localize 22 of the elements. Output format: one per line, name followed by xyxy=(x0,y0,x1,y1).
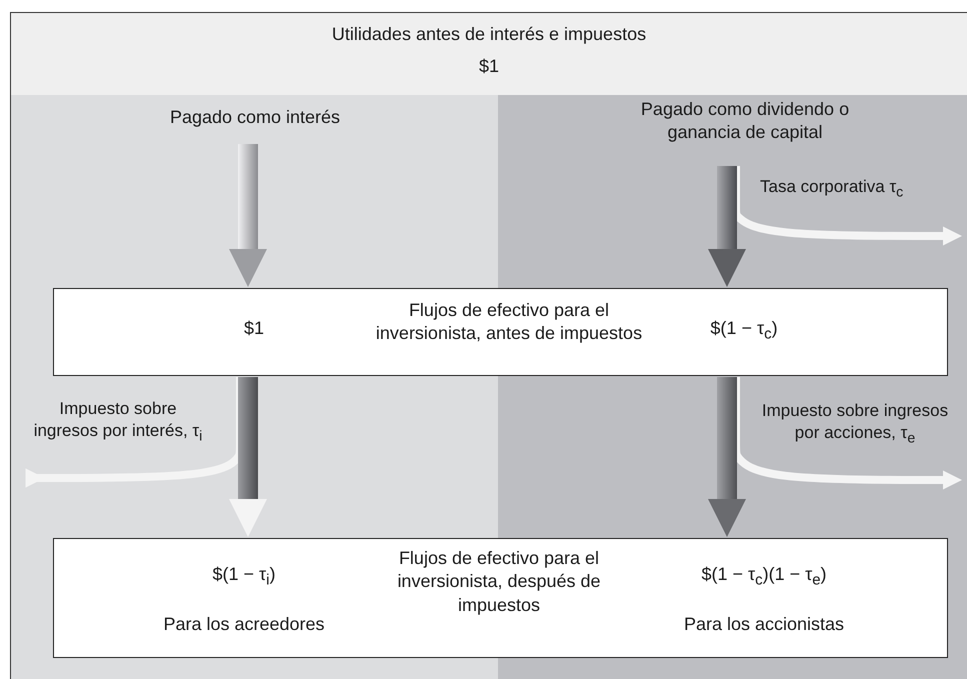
node-text: Pagado como dividendo o ganancia de capital xyxy=(640,98,850,144)
node-text: Para los acreedores xyxy=(162,613,326,636)
flow-box xyxy=(11,13,967,95)
arrow xyxy=(708,166,746,287)
edge-label: Impuesto sobre ingresos por acciones, τ$_{e}$ xyxy=(760,400,950,448)
node-text: $(1 − τ$_{c}$) xyxy=(709,317,779,344)
arrow xyxy=(708,377,746,537)
flow-box xyxy=(53,538,948,658)
node-text: Utilidades antes de interés e impuestos xyxy=(330,23,648,46)
arrow xyxy=(229,144,267,287)
node-text: $1 xyxy=(478,55,500,78)
node-text: $(1 − τ$_{i}$) xyxy=(212,563,276,590)
node-text: Flujos de efectivo para el inversionista, antes de impuestos xyxy=(374,299,644,346)
node-text: $1 xyxy=(242,317,266,340)
node-text: Flujos de efectivo para el inversionista, después de impuestos xyxy=(396,547,602,617)
flow-box xyxy=(53,288,948,376)
node-text: $(1 − τ$_{c}$)(1 − τ$_{e}$) xyxy=(700,563,828,590)
edge-label: Impuesto sobre ingresos por interés, τ$_{i}$ xyxy=(32,398,204,446)
node-text: Para los accionistas xyxy=(682,613,846,636)
node-text: Pagado como interés xyxy=(168,106,342,129)
edge-label: Tasa corporativa τ$_{c}$ xyxy=(760,176,904,202)
arrow xyxy=(229,377,267,537)
